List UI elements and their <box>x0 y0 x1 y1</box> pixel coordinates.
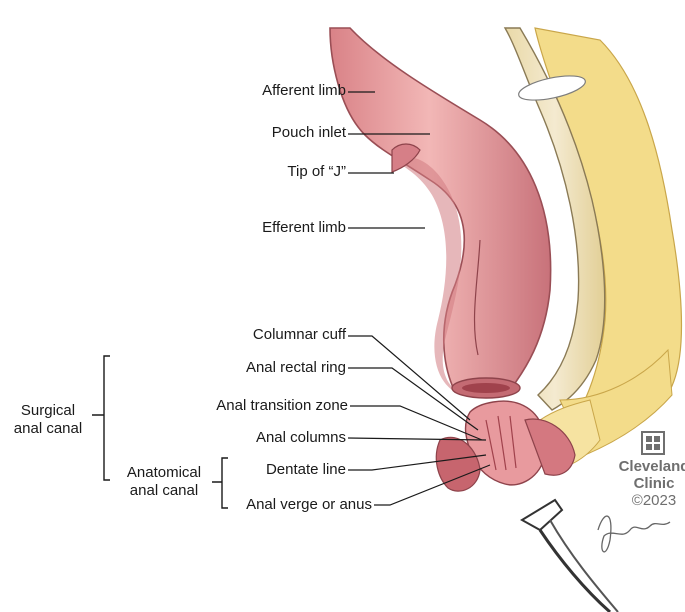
label-efferent-limb: Efferent limb <box>262 219 346 236</box>
label-dentate-line: Dentate line <box>265 461 346 478</box>
label-anal-rectal-ring: Anal rectal ring <box>245 359 346 376</box>
label-anal-verge: Anal verge or anus <box>246 496 372 513</box>
leader-lines <box>347 91 491 506</box>
anal-canal <box>435 400 576 492</box>
surgical-line-1: Surgical <box>20 402 76 419</box>
credit-block: Cleveland Clinic ©2023 <box>614 458 685 509</box>
group-label-anatomical: Anatomical anal canal <box>116 464 212 500</box>
leader-columnar-cuff <box>348 335 471 421</box>
leader-transition-zone <box>350 405 483 441</box>
anatomical-line-2: anal canal <box>129 482 199 499</box>
surgical-line-2: anal canal <box>13 420 83 437</box>
label-columnar-cuff: Columnar cuff <box>252 326 346 343</box>
leader-dentate-line <box>348 454 487 471</box>
surgical-retractor <box>520 498 619 612</box>
j-pouch <box>329 27 552 399</box>
label-tip-of-j: Tip of “J” <box>287 163 346 180</box>
credit-copyright: ©2023 <box>631 492 677 509</box>
bracket-anatomical <box>212 457 228 509</box>
leader-anal-rectal-ring <box>348 367 479 431</box>
label-afferent-limb: Afferent limb <box>262 82 346 99</box>
artist-signature <box>597 515 671 553</box>
credit-brand-line-1: Cleveland <box>618 458 685 475</box>
label-pouch-inlet: Pouch inlet <box>271 124 346 141</box>
group-label-surgical: Surgical anal canal <box>6 402 90 438</box>
leader-anal-verge <box>374 464 491 506</box>
cleveland-clinic-logo-icon <box>641 431 665 455</box>
label-anal-transition-zone: Anal transition zone <box>216 397 348 414</box>
sacrum-and-fat <box>503 27 683 471</box>
credit-brand-line-2: Clinic <box>633 475 675 492</box>
bracket-surgical <box>92 355 110 481</box>
group-brackets <box>92 355 228 509</box>
anatomical-line-1: Anatomical <box>126 464 202 481</box>
leader-anal-columns <box>347 437 487 441</box>
label-anal-columns: Anal columns <box>255 429 346 446</box>
